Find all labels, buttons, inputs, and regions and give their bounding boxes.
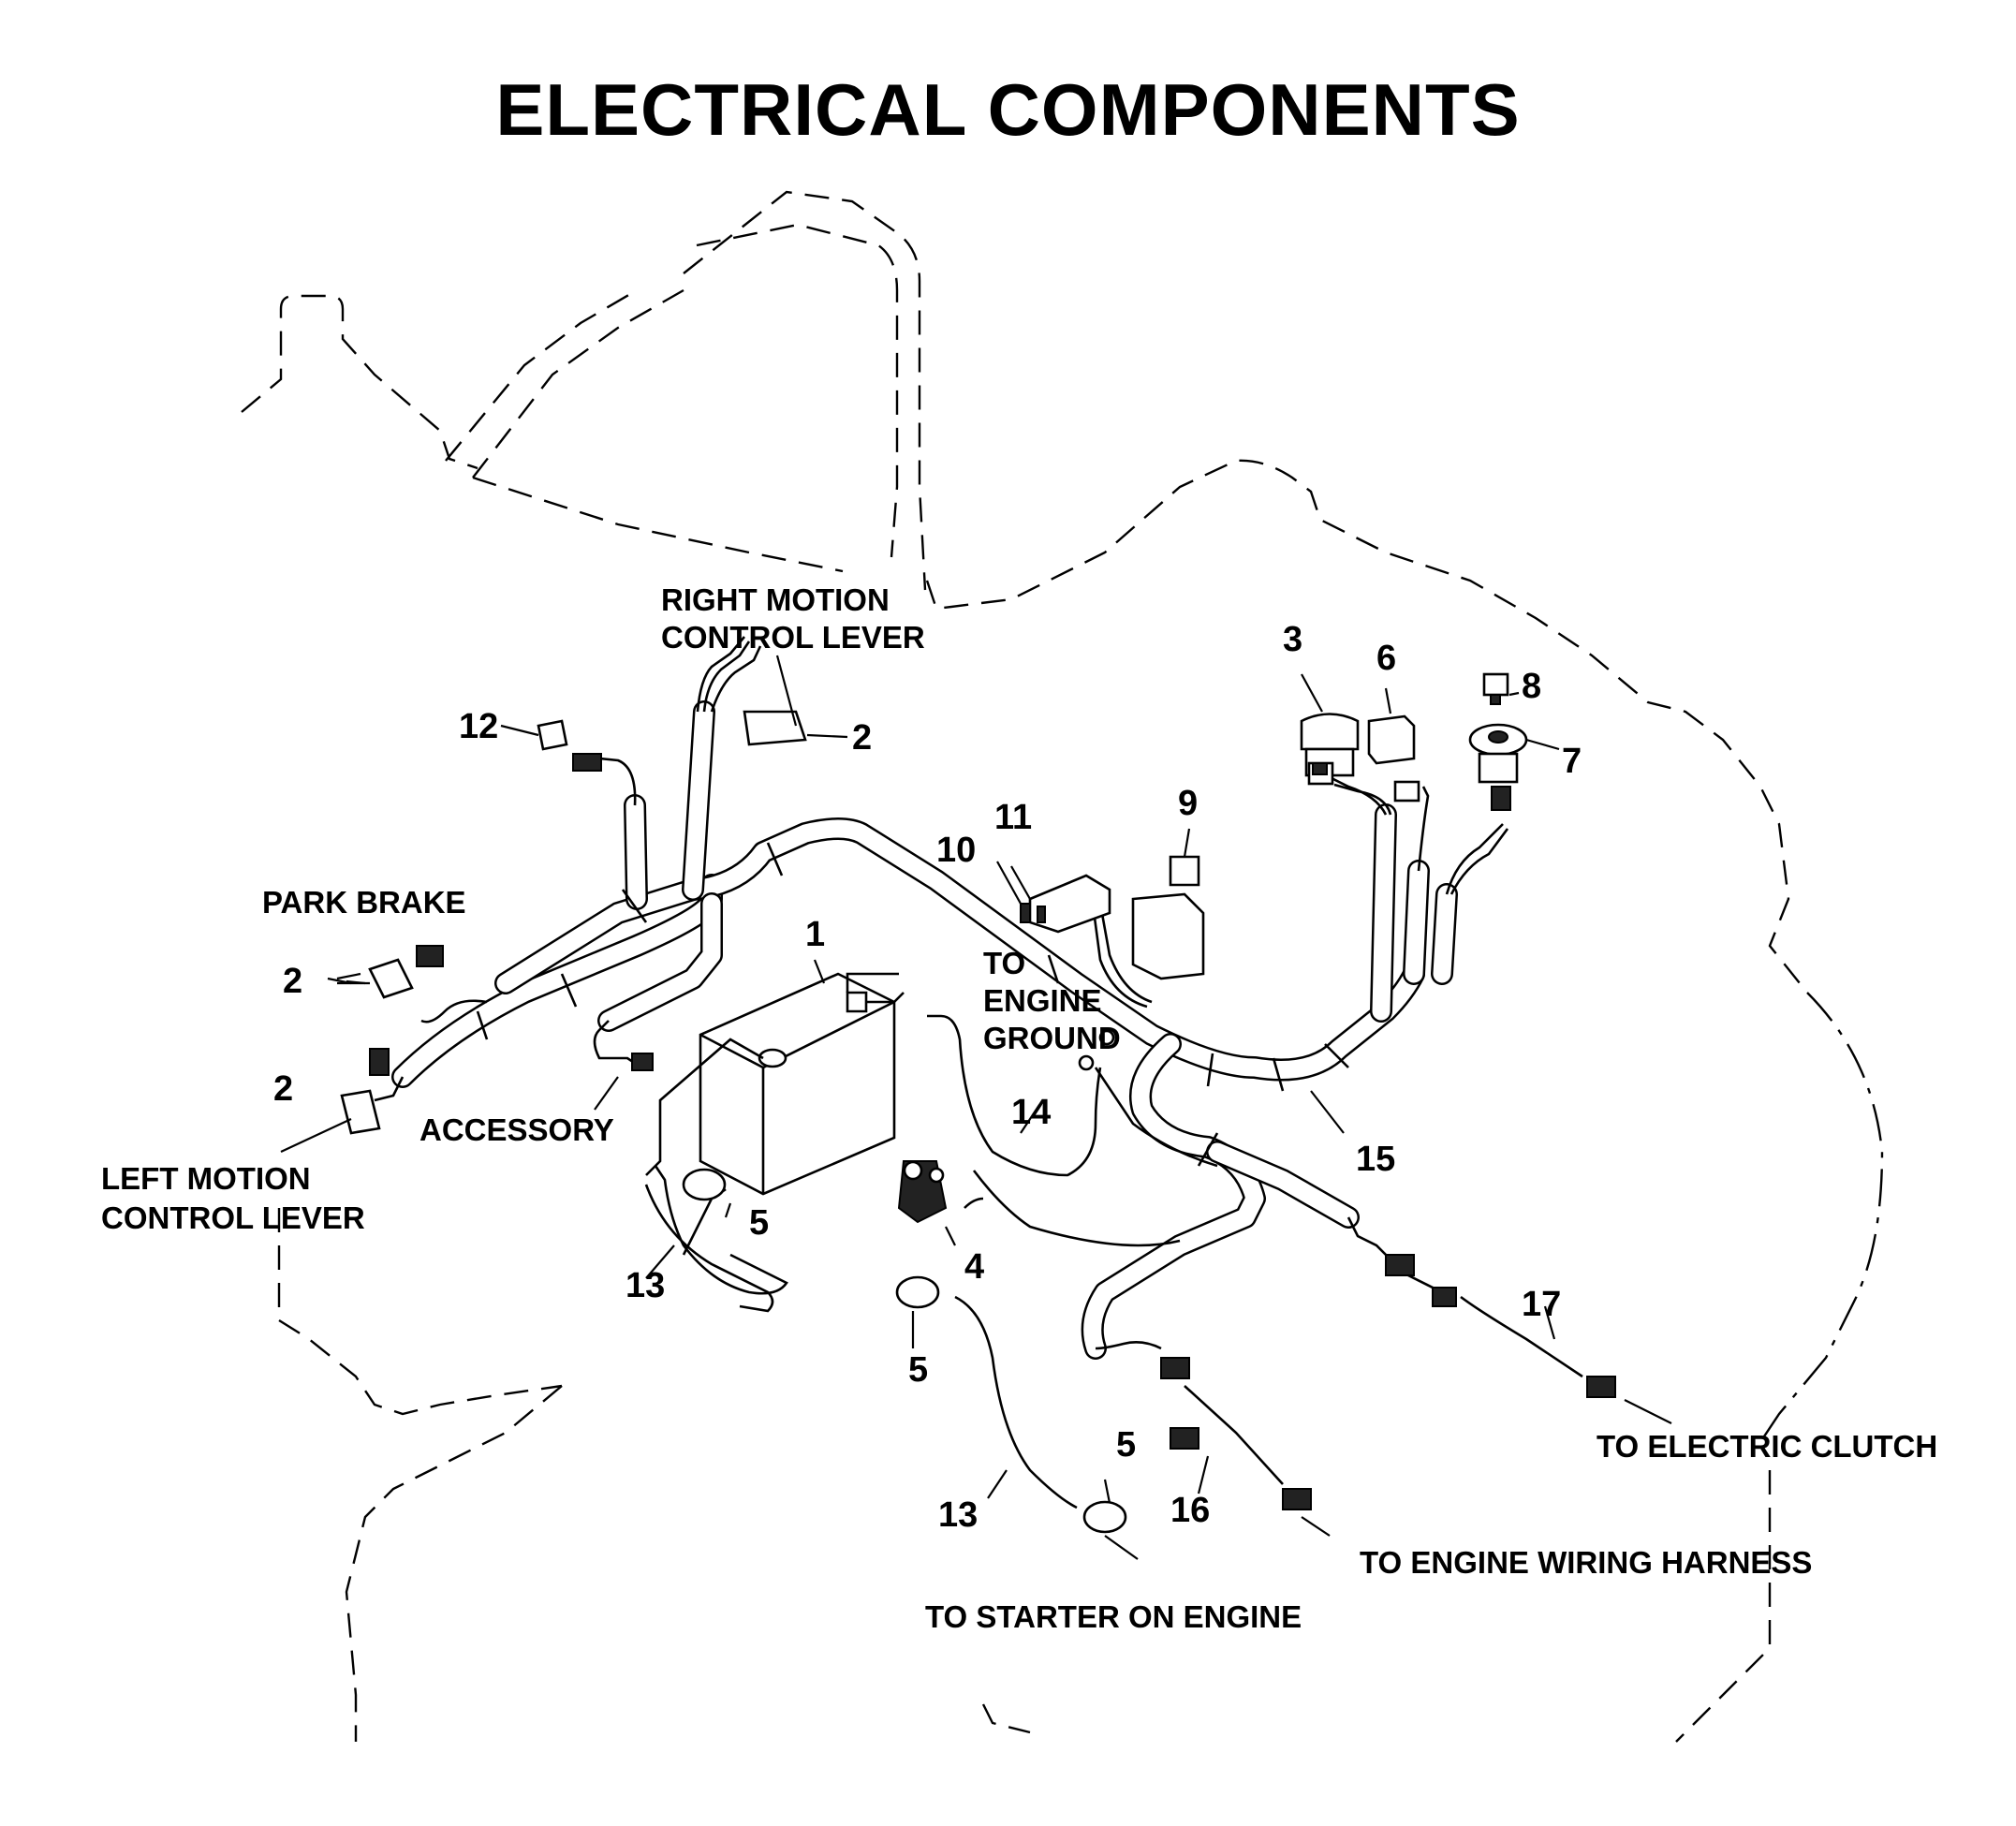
callout-15: 15: [1356, 1140, 1395, 1179]
small-components: [340, 672, 1616, 1534]
label-starter: TO STARTER ON ENGINE: [925, 1599, 1302, 1634]
callout-13-a: 13: [625, 1266, 665, 1305]
label-park-brake: PARK BRAKE: [262, 885, 466, 920]
callout-2-right: 2: [852, 718, 872, 758]
label-electric-clutch: TO ELECTRIC CLUTCH: [1597, 1429, 1937, 1464]
text-labels: RIGHT MOTION CONTROL LEVER PARK BRAKE LE…: [101, 582, 1937, 1634]
callout-13-b: 13: [938, 1495, 978, 1535]
callout-17: 17: [1522, 1285, 1561, 1324]
mower-body-outline: [241, 190, 1884, 1743]
callout-5-a: 5: [749, 1203, 769, 1243]
leader-lines: [280, 655, 1672, 1560]
callout-9: 9: [1178, 784, 1198, 823]
callout-2-park: 2: [283, 962, 302, 1001]
callout-5-c: 5: [1116, 1425, 1136, 1465]
label-accessory: ACCESSORY: [419, 1112, 614, 1147]
battery: [645, 972, 905, 1196]
callout-3: 3: [1283, 620, 1302, 659]
callout-16: 16: [1170, 1491, 1210, 1530]
callout-numbers: 1 2 2 2 3 4 5 5 5 6 7 8 9 10 11 12 13 13…: [273, 620, 1582, 1535]
callout-5-b: 5: [908, 1350, 928, 1390]
callout-8: 8: [1522, 667, 1541, 706]
main-wiring-harness: [391, 700, 1458, 1360]
label-left-motion-1: LEFT MOTION: [101, 1161, 311, 1196]
label-engine-ground-2: ENGINE: [983, 983, 1102, 1018]
label-engine-ground-3: GROUND: [983, 1021, 1121, 1055]
callout-14: 14: [1011, 1093, 1051, 1132]
callout-11: 11: [994, 798, 1032, 837]
label-right-motion-1: RIGHT MOTION: [661, 582, 890, 617]
label-engine-wiring: TO ENGINE WIRING HARNESS: [1360, 1545, 1812, 1580]
page-title: ELECTRICAL COMPONENTS: [495, 68, 1521, 151]
callout-4: 4: [964, 1247, 984, 1287]
label-engine-ground-1: TO: [983, 946, 1025, 980]
label-right-motion-2: CONTROL LEVER: [661, 620, 925, 655]
callout-2-left: 2: [273, 1069, 293, 1109]
callout-10: 10: [936, 831, 976, 870]
branch-wires: [374, 636, 1583, 1509]
callout-7: 7: [1562, 742, 1582, 781]
label-left-motion-2: CONTROL LEVER: [101, 1200, 365, 1235]
callout-12: 12: [459, 707, 498, 746]
callout-1: 1: [805, 915, 825, 954]
callout-6: 6: [1376, 639, 1396, 678]
